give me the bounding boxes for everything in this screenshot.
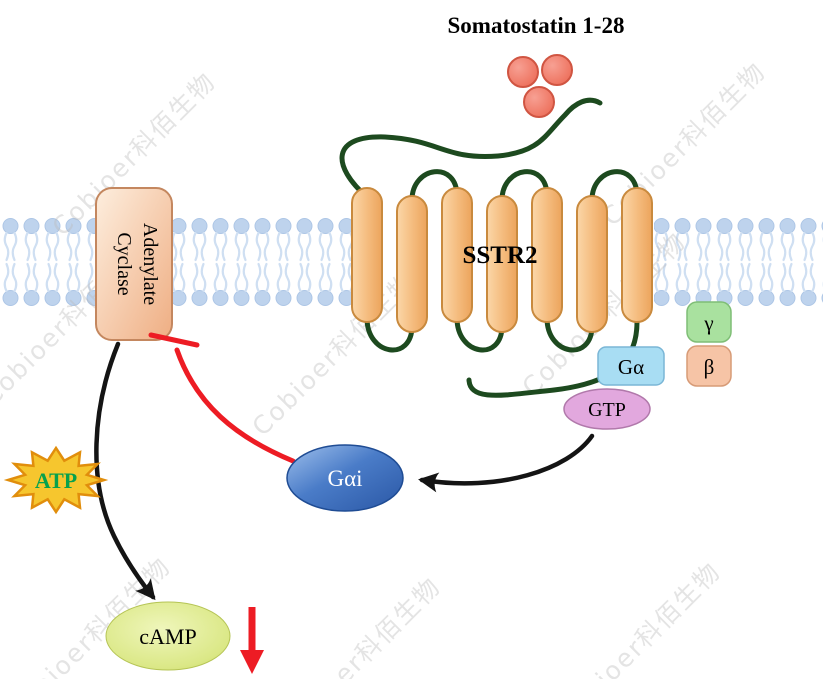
adenylate-cyclase-label-line2: Cyclase (113, 232, 135, 295)
camp-decrease-arrow-head (240, 650, 264, 674)
inhibition-line (174, 347, 296, 464)
inhibition-bar (148, 332, 200, 348)
gtp-label: GTP (588, 399, 626, 421)
ligand-circle-3 (523, 86, 555, 118)
camp-ellipse (105, 601, 231, 671)
galpha-box (597, 346, 665, 386)
receptor-helix-4 (486, 195, 518, 333)
receptor-n-terminus (339, 97, 603, 201)
beta-subunit-label: β (704, 355, 715, 379)
watermark-text: Cobioer科佰生物 (271, 571, 446, 679)
membrane-right (654, 216, 823, 308)
extracellular-loop-3 (589, 169, 640, 203)
gtp-ellipse (563, 388, 651, 430)
camp-decrease-arrow (240, 607, 264, 674)
galpha-label: Gα (618, 355, 644, 379)
gai-ellipse (286, 444, 404, 512)
intracellular-loop-3 (544, 315, 595, 353)
gamma-subunit-box (686, 301, 732, 343)
intracellular-loop-1 (364, 315, 415, 353)
extracellular-loop-1 (409, 169, 460, 203)
receptor-label: SSTR2 (462, 242, 537, 269)
beta-subunit-box (686, 345, 732, 387)
somatostatin-ligand (507, 54, 573, 118)
receptor-helix-5 (531, 187, 563, 323)
adenylate-cyclase-box (95, 187, 173, 341)
diagram-title: Somatostatin 1-28 (448, 13, 625, 38)
receptor-helix-3 (441, 187, 473, 323)
camp-label: cAMP (139, 624, 196, 649)
receptor-helix-6 (576, 195, 608, 333)
receptor-helix-2 (396, 195, 428, 333)
intracellular-loop-2 (454, 315, 505, 353)
adenylate-cyclase-label-line1: Adenylate (139, 223, 161, 305)
arrow-gtp-to-gai (418, 433, 595, 493)
ligand-circle-1 (507, 56, 539, 88)
arrow-ac-to-camp (94, 341, 156, 601)
membrane-left (0, 216, 352, 308)
gai-label: Gαi (327, 466, 362, 491)
receptor-helix-7 (621, 187, 653, 323)
receptor-helix-1 (351, 187, 383, 323)
adenylate-cyclase-label: Adenylate Cyclase (113, 223, 161, 305)
ligand-circle-2 (541, 54, 573, 86)
atp-label: ATP (35, 468, 77, 493)
gamma-subunit-label: γ (703, 311, 713, 335)
watermark-text: Cobioer科佰生物 (551, 556, 726, 679)
atp-starburst (3, 445, 109, 515)
receptor-helices (351, 187, 653, 333)
extracellular-loop-2 (499, 169, 550, 203)
